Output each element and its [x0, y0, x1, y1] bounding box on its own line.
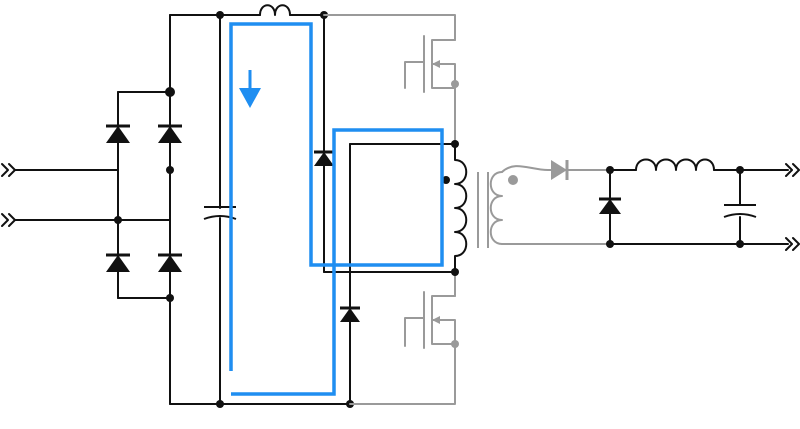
output-rectifier — [547, 160, 611, 180]
clamp-branch-left — [314, 11, 334, 273]
transformer-icon — [442, 140, 611, 276]
diode-icon — [106, 253, 130, 272]
diode-icon — [106, 124, 130, 143]
mosfet-icon — [404, 35, 459, 101]
output-filter — [599, 158, 789, 248]
input-terminal-top — [1, 163, 119, 177]
output-terminal-top — [785, 163, 800, 177]
inductor-icon — [635, 158, 715, 171]
capacitor-icon — [723, 204, 757, 218]
input-terminal-bottom — [1, 213, 171, 227]
current-loop-highlight — [229, 22, 444, 396]
inductor-icon — [259, 4, 291, 16]
dc-rails — [169, 11, 351, 408]
arrow-down-icon — [239, 70, 261, 108]
output-terminal-bottom — [785, 237, 800, 251]
diode-icon — [314, 150, 334, 166]
switch-rails — [323, 14, 456, 405]
clamp-branch-right — [323, 143, 456, 408]
mosfet-icon — [404, 291, 459, 359]
diode-icon — [340, 306, 360, 322]
diode-icon — [599, 197, 621, 214]
diode-icon — [551, 160, 569, 180]
